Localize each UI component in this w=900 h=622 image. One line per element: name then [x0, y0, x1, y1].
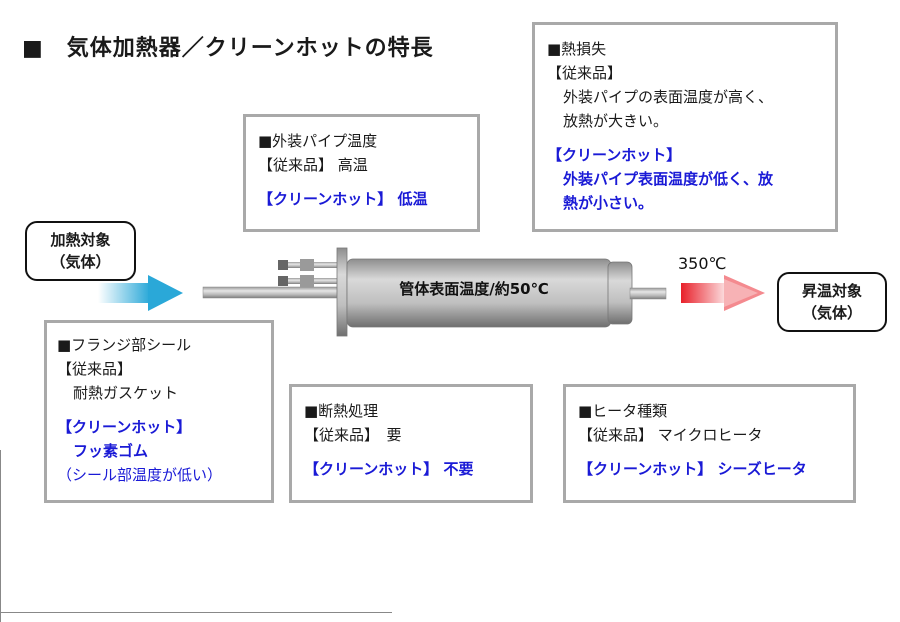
heat-loss-conventional-text-2: 放熱が大きい。: [563, 112, 669, 130]
flange-cleanhot-text: フッ素ゴム: [73, 442, 149, 460]
heat-loss-cleanhot-text-1: 外装パイプ表面温度が低く、放: [563, 170, 774, 188]
terminal-leads: [278, 259, 341, 287]
heat-loss-cleanhot-text-2: 熱が小さい。: [563, 194, 654, 212]
heater-type-cleanhot: 【クリーンホット】 シーズヒータ: [578, 460, 807, 478]
insulation-box: ■断熱処理 【従来品】 要 【クリーンホット】 不要: [289, 384, 533, 503]
outlet-temp-label: 350℃: [678, 254, 727, 273]
flange-conventional-text: 耐熱ガスケット: [73, 384, 179, 402]
heat-loss-cleanhot-label: 【クリーンホット】: [547, 146, 682, 164]
inlet-line-1: 加熱対象: [50, 231, 111, 249]
heater-type-heading: ■ヒータ種類: [578, 402, 668, 420]
end-cap: [607, 261, 633, 325]
outlet-pipe: [629, 287, 667, 300]
pipe-surface-temp-label: 管体表面温度/約50℃: [399, 280, 549, 298]
outlet-gas-label: 昇温対象 （気体）: [777, 272, 887, 332]
heat-loss-box: ■熱損失 【従来品】 外装パイプの表面温度が高く、 放熱が大きい。 【クリーンホ…: [532, 22, 838, 232]
inlet-pipe: [202, 286, 340, 299]
pipe-temp-box: ■外装パイプ温度 【従来品】 高温 【クリーンホット】 低温: [243, 114, 480, 232]
heat-loss-conventional-label: 【従来品】: [547, 64, 623, 82]
inlet-gas-label: 加熱対象 （気体）: [25, 221, 136, 281]
pipe-temp-cleanhot: 【クリーンホット】 低温: [258, 190, 428, 208]
insulation-conventional: 【従来品】 要: [304, 426, 402, 444]
flange-cleanhot-label: 【クリーンホット】: [57, 418, 192, 436]
flange: [336, 247, 348, 337]
heater-type-box: ■ヒータ種類 【従来品】 マイクロヒータ 【クリーンホット】 シーズヒータ: [563, 384, 856, 503]
page-title: ■ 気体加熱器／クリーンホットの特長: [22, 36, 434, 61]
heater-type-conventional: 【従来品】 マイクロヒータ: [578, 426, 763, 444]
inlet-line-2: （気体）: [50, 253, 111, 271]
outlet-line-1: 昇温対象: [801, 282, 862, 300]
heat-loss-conventional-text-1: 外装パイプの表面温度が高く、: [563, 88, 774, 106]
inlet-arrow-icon: [98, 275, 183, 311]
insulation-heading: ■断熱処理: [304, 402, 379, 420]
outlet-line-2: （気体）: [801, 304, 862, 322]
heat-loss-heading: ■熱損失: [547, 40, 607, 58]
insulation-cleanhot: 【クリーンホット】 不要: [304, 460, 474, 478]
pipe-temp-heading: ■外装パイプ温度: [258, 132, 378, 150]
flange-seal-box: ■フランジ部シール 【従来品】 耐熱ガスケット 【クリーンホット】 フッ素ゴム …: [44, 320, 274, 503]
flange-cleanhot-note: （シール部温度が低い）: [57, 466, 223, 484]
pipe-temp-conventional: 【従来品】 高温: [258, 156, 368, 174]
outlet-arrow-icon: [681, 275, 765, 311]
flange-heading: ■フランジ部シール: [57, 336, 192, 354]
bottom-rule: [0, 612, 392, 613]
flange-conventional-label: 【従来品】: [57, 360, 133, 378]
left-rule: [0, 450, 1, 622]
